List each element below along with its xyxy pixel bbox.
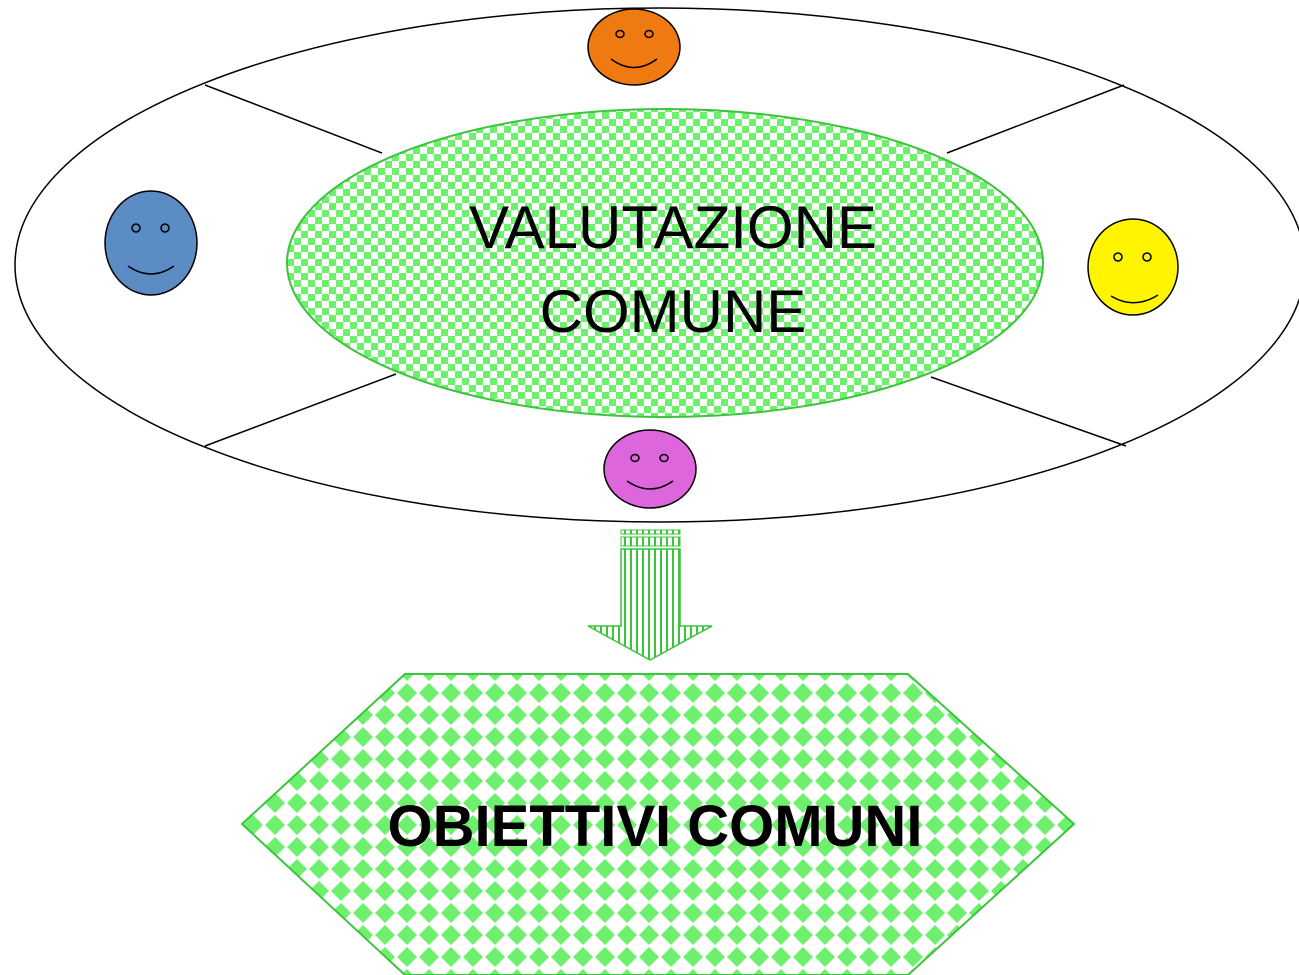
blue-smiley-icon — [104, 190, 198, 296]
orange-smiley-icon — [587, 8, 681, 86]
center-label-line2: COMUNE — [540, 278, 807, 345]
divider-line-top-right — [946, 84, 1125, 154]
goal-hexagon — [240, 673, 1076, 975]
goal-label: OBIETTIVI COMUNI — [388, 794, 923, 859]
magenta-smiley-icon — [603, 429, 697, 509]
divider-line-bottom-left — [204, 373, 397, 447]
center-ellipse — [286, 108, 1044, 418]
center-label-line1: VALUTAZIONE — [469, 194, 877, 261]
divider-line-top-left — [204, 84, 383, 154]
divider-line-bottom-right — [930, 376, 1127, 447]
yellow-smiley-icon — [1087, 218, 1179, 316]
down-arrow-icon — [587, 529, 713, 661]
